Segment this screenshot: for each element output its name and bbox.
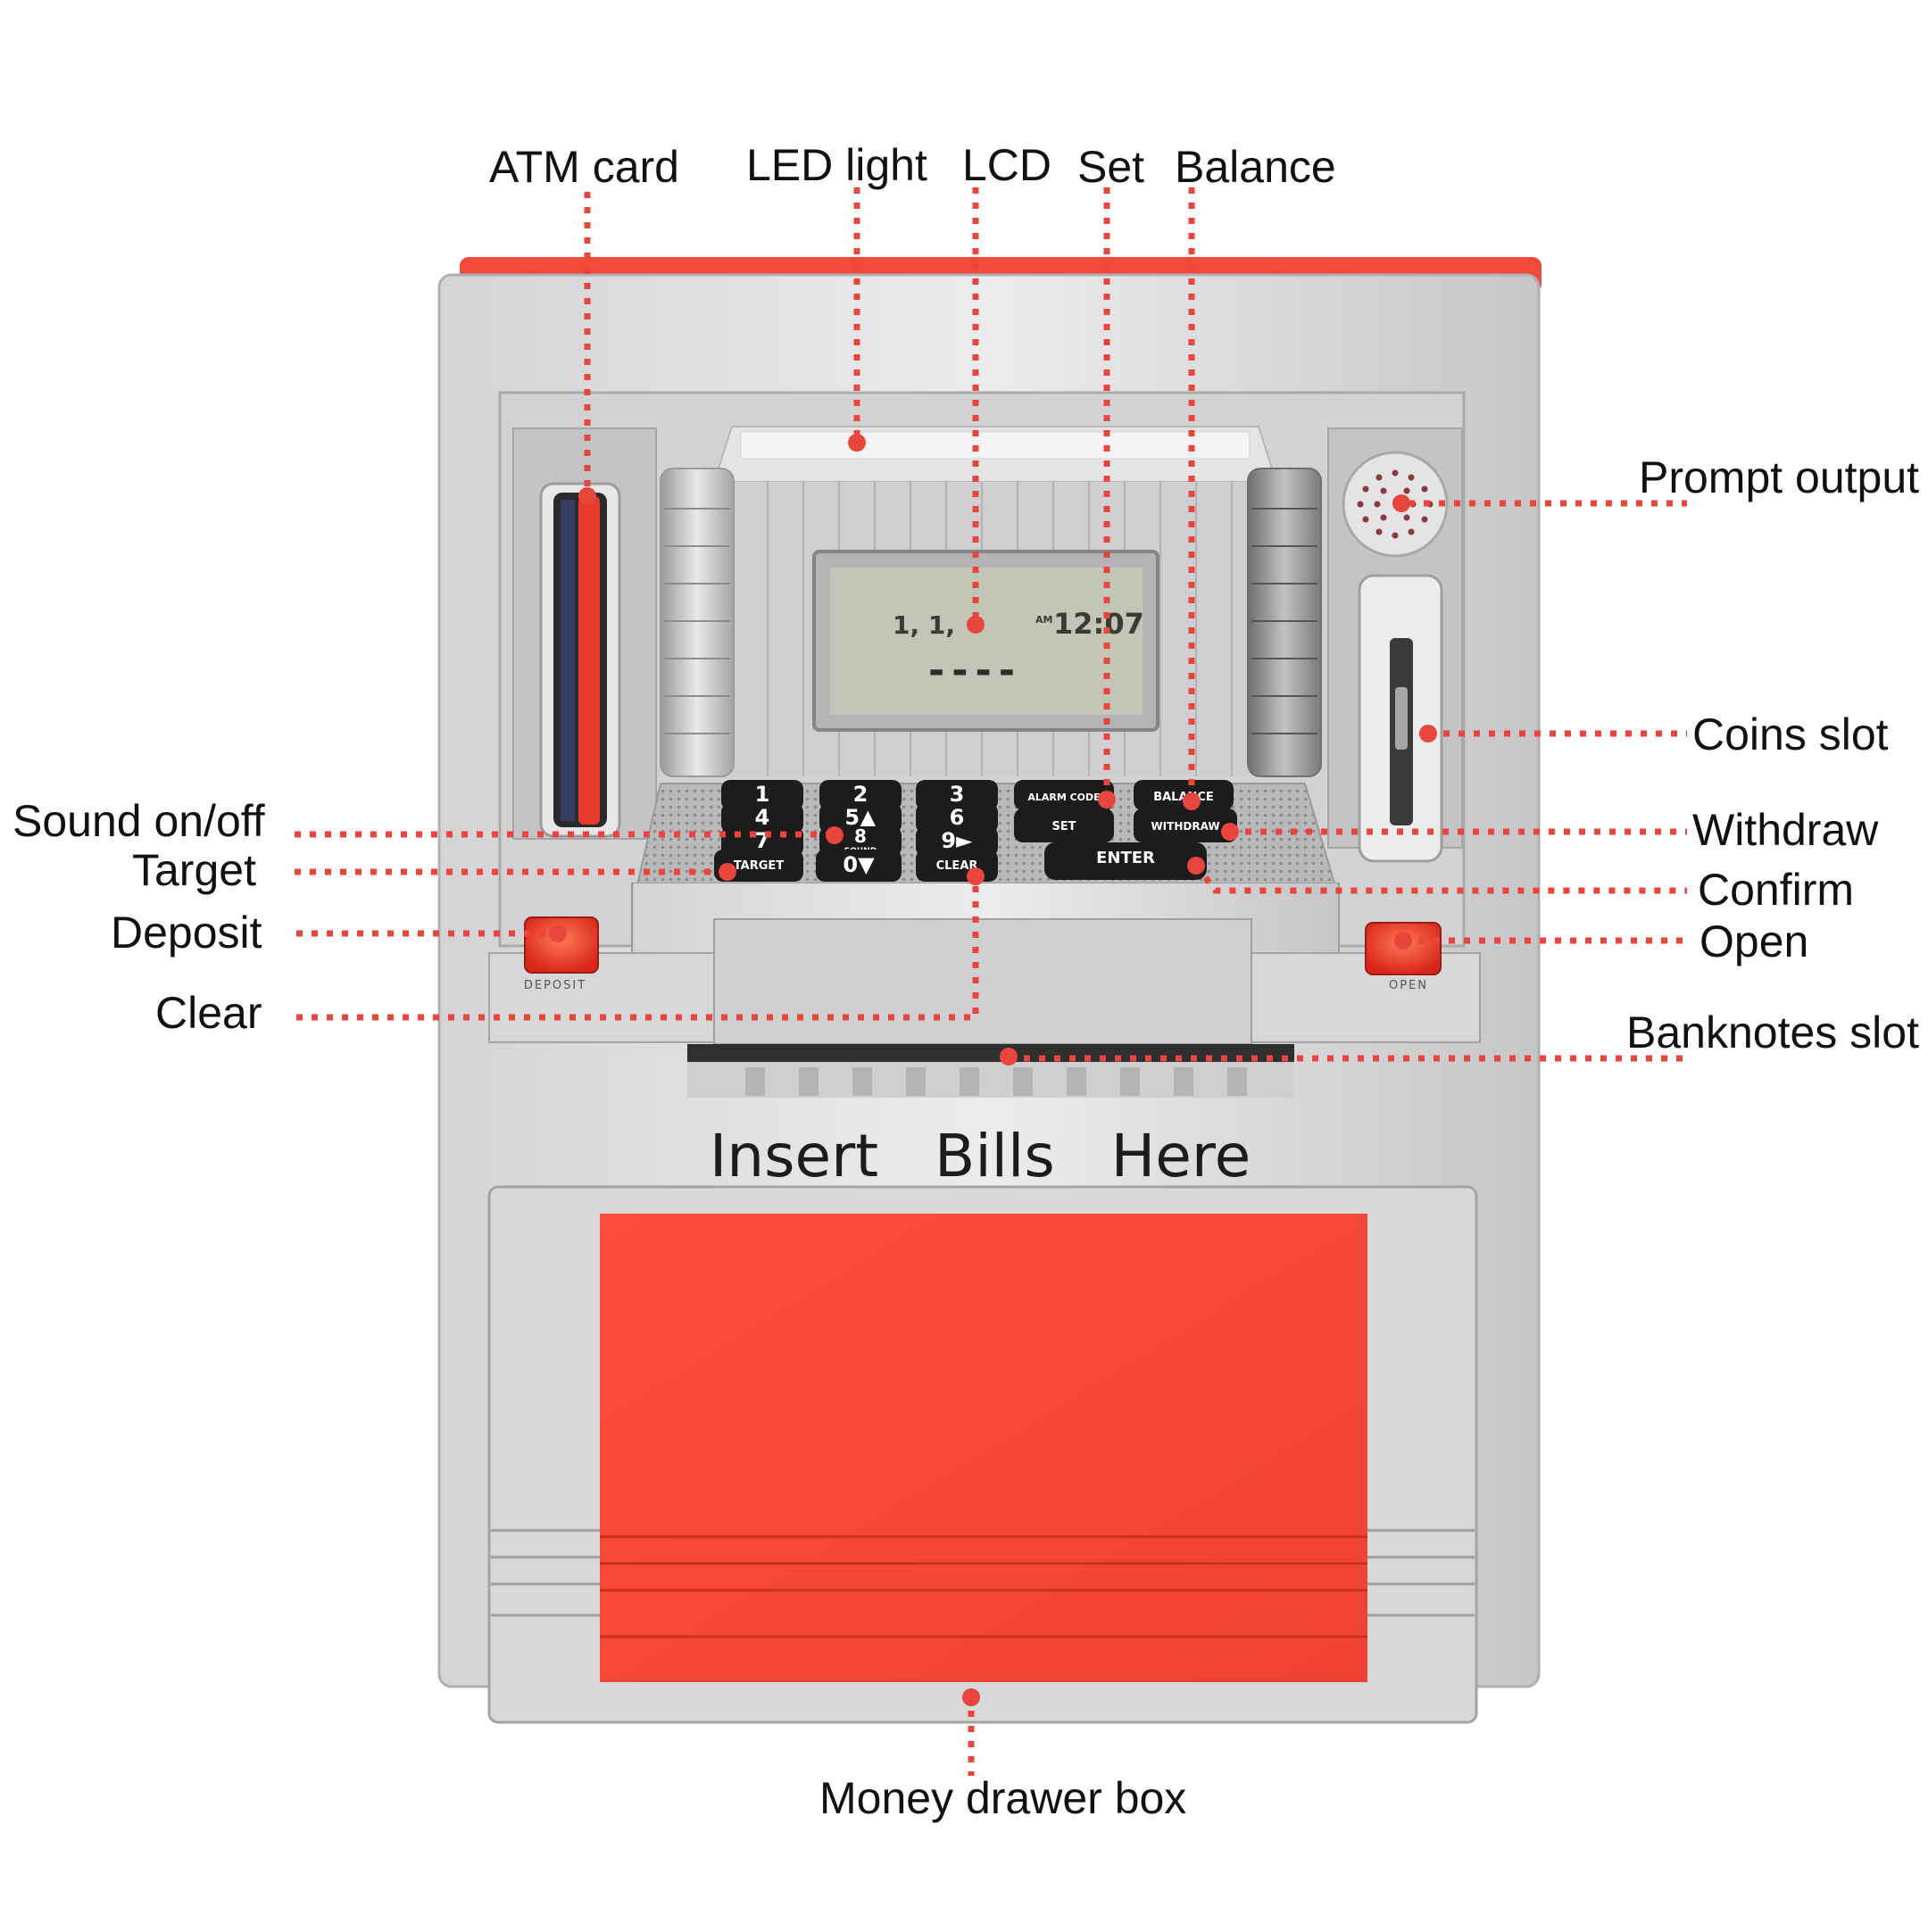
label-set: Set [1077,142,1145,192]
key-set[interactable]: SET [1014,808,1114,842]
key-alarm-code[interactable]: ALARM CODE [1014,780,1114,810]
svg-text:5▲: 5▲ [844,805,877,830]
svg-text:9►: 9► [941,828,973,853]
key-2[interactable]: 2 [819,780,902,810]
svg-text:CLEAR: CLEAR [936,859,978,873]
label-banknotes-slot: Banknotes slot [1626,1007,1919,1057]
svg-text:2: 2 [853,782,868,807]
key-4[interactable]: 4 [721,803,803,833]
key-balance[interactable]: BALANCE [1134,780,1234,810]
svg-text:0▼: 0▼ [843,852,875,877]
label-lcd: LCD [962,140,1052,190]
lcd-line1-left: 1, 1, [893,610,955,640]
right-side-panel [1327,427,1463,863]
svg-text:6: 6 [950,805,965,830]
svg-text:SET: SET [1051,820,1076,833]
label-withdraw: Withdraw [1692,805,1879,855]
coin-slot[interactable] [1358,574,1443,863]
label-balance: Balance [1175,142,1336,192]
key-6[interactable]: 6 [916,803,998,833]
label-money-drawer-box: Money drawer box [819,1773,1187,1823]
svg-text:ALARM CODE: ALARM CODE [1027,792,1100,803]
key-clear[interactable]: CLEAR [916,850,998,882]
svg-text:4: 4 [755,805,770,830]
deposit-button-label: DEPOSIT [524,979,586,992]
key-0[interactable]: 0▼ [816,850,902,882]
left-pillar [660,468,735,777]
svg-text:1: 1 [755,782,770,807]
lcd-time: 12:07 [1053,607,1144,641]
leader-confirm [1193,863,1687,894]
label-target: Target [132,845,256,895]
key-9[interactable]: 9► [916,826,998,857]
lcd-screen: 1, 1, AM 12:07 ---- [812,550,1159,732]
key-3[interactable]: 3 [916,780,998,810]
atm-card[interactable] [578,496,600,825]
svg-text:8: 8 [854,825,867,847]
label-clear: Clear [155,988,262,1038]
label-atm-card: ATM card [489,142,679,192]
lcd-line2: ---- [928,648,1022,693]
label-confirm: Confirm [1698,865,1855,915]
lcd-ampm: AM [1035,614,1052,626]
label-sound-on-off: Sound on/off [12,796,265,846]
svg-text:3: 3 [950,782,965,807]
leader-lines [295,187,1687,1776]
key-target[interactable]: TARGET [714,850,803,882]
label-prompt-output: Prompt output [1639,452,1920,502]
svg-text:ENTER: ENTER [1096,849,1155,867]
label-open: Open [1699,916,1809,966]
insert-bills-text: Insert Bills Here [710,1122,1251,1190]
label-deposit: Deposit [111,908,262,958]
right-pillar [1247,468,1322,777]
open-button-label: OPEN [1389,979,1428,992]
label-coins-slot: Coins slot [1692,709,1889,759]
label-led-light: LED light [746,140,927,190]
money-drawer-front [600,1214,1367,1682]
leader-dots [549,434,1437,1706]
key-1[interactable]: 1 [721,780,803,810]
svg-text:TARGET: TARGET [734,859,784,873]
svg-text:WITHDRAW: WITHDRAW [1151,820,1219,833]
money-drawer[interactable] [487,1185,1478,1724]
key-enter[interactable]: ENTER [1044,842,1207,880]
key-withdraw[interactable]: WITHDRAW [1134,808,1237,842]
banknotes-slot[interactable] [687,1044,1294,1098]
key-5[interactable]: 5▲ [819,803,902,833]
